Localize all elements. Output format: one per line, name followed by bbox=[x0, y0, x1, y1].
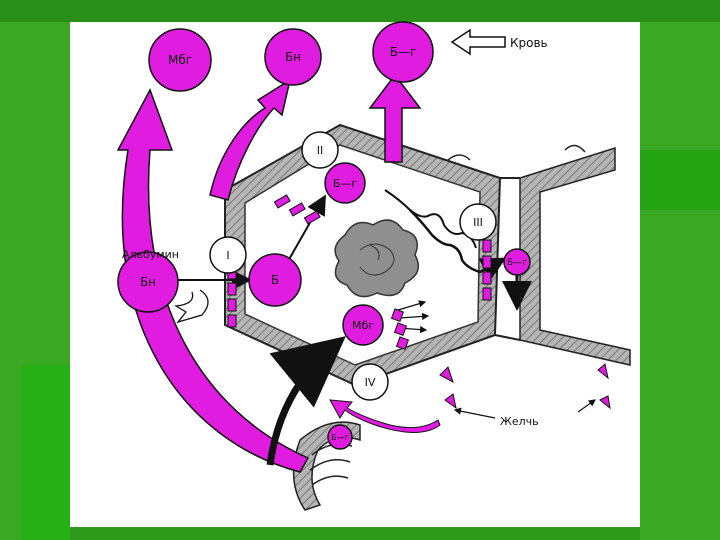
svg-text:Б—г: Б—г bbox=[507, 258, 527, 268]
svg-text:IV: IV bbox=[365, 376, 376, 389]
node-mbg-inner: Мбг bbox=[342, 304, 384, 346]
black-arrows bbox=[178, 189, 596, 466]
node-b-center: Б bbox=[248, 253, 302, 307]
node-mbg-top: Мбг bbox=[148, 28, 212, 92]
label-blood: Кровь bbox=[510, 36, 548, 50]
intestine-segment bbox=[292, 421, 361, 511]
slide-band-top bbox=[0, 0, 720, 22]
nucleus bbox=[334, 219, 420, 298]
svg-text:Б—г: Б—г bbox=[390, 45, 417, 59]
node-bn-left: Бн bbox=[117, 251, 179, 313]
label-albumin: Альбумин bbox=[122, 248, 179, 261]
node-bg-inner: Б—г bbox=[324, 162, 366, 204]
svg-text:I: I bbox=[226, 249, 229, 262]
node-bg-right: Б—г bbox=[503, 248, 531, 276]
slide-block-right bbox=[640, 150, 720, 210]
slide-band-right bbox=[640, 22, 720, 540]
node-bg-top: Б—г bbox=[372, 21, 434, 83]
bead-chains bbox=[227, 194, 611, 410]
svg-text:Бн: Бн bbox=[140, 275, 156, 289]
node-bg-bottom: Б—г bbox=[327, 424, 353, 450]
svg-text:Б—г: Б—г bbox=[333, 177, 358, 190]
svg-text:Бн: Бн bbox=[285, 50, 301, 64]
svg-text:III: III bbox=[473, 216, 483, 229]
svg-text:Б: Б bbox=[271, 273, 279, 287]
stage-marker-4: IV bbox=[351, 363, 389, 401]
node-bn-top: Бн bbox=[264, 28, 322, 86]
label-bile: Желчь bbox=[500, 415, 539, 428]
stage-marker-3: III bbox=[459, 203, 497, 241]
adjacent-cell bbox=[447, 144, 631, 366]
svg-text:Мбг: Мбг bbox=[168, 53, 192, 67]
blood-arrow-icon bbox=[450, 28, 506, 56]
slide-block-bottom-left bbox=[22, 365, 70, 540]
stage-marker-2: II bbox=[301, 131, 339, 169]
svg-text:Б—г: Б—г bbox=[331, 433, 349, 442]
reflux-arrow-icon bbox=[173, 289, 209, 324]
svg-text:Мбг: Мбг bbox=[352, 319, 374, 332]
svg-text:II: II bbox=[317, 144, 324, 157]
stage-marker-1: I bbox=[209, 236, 247, 274]
